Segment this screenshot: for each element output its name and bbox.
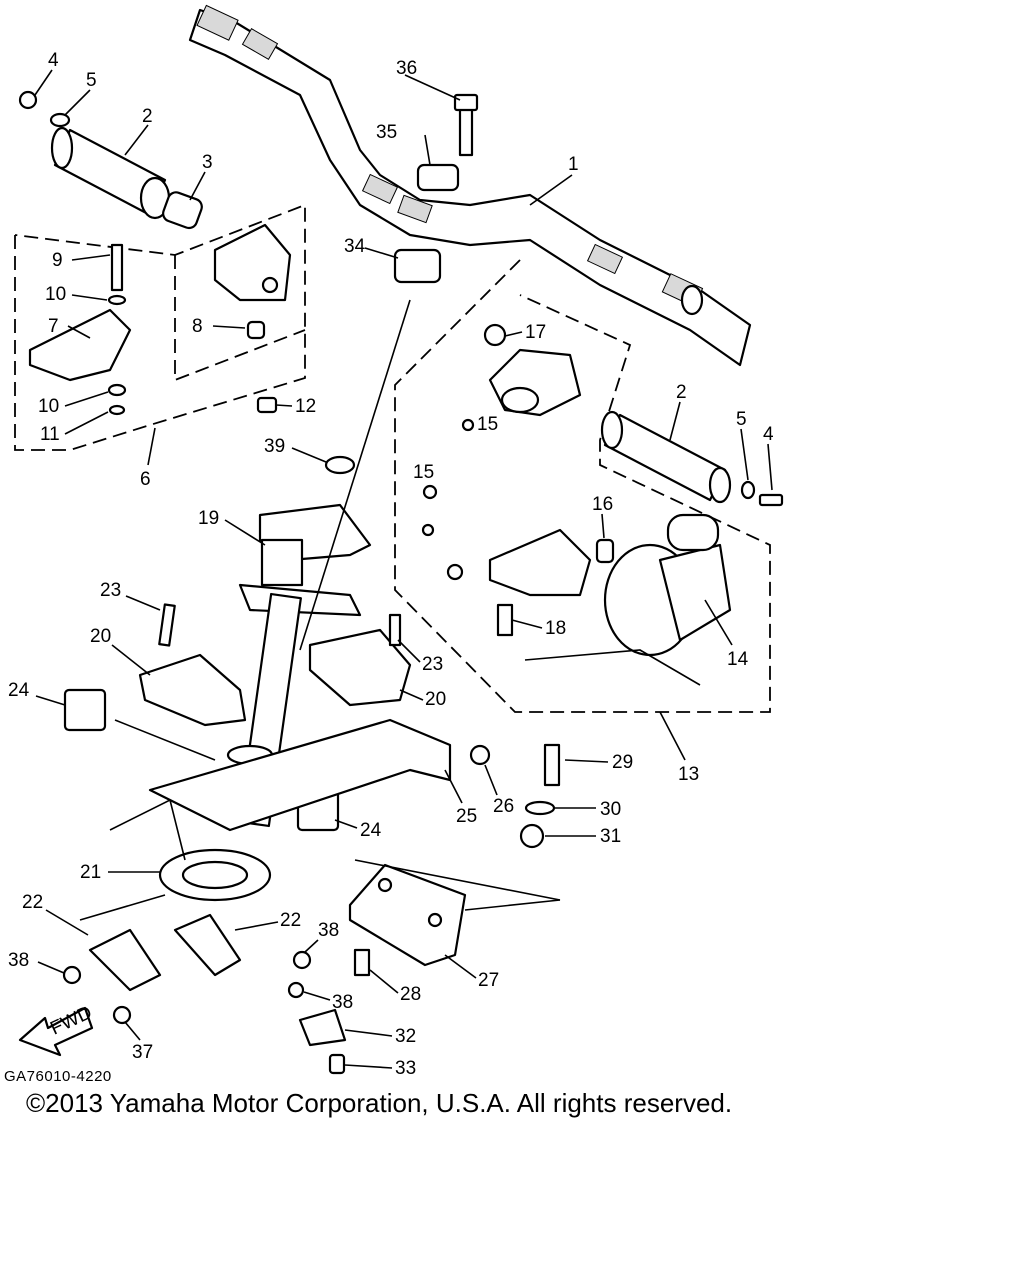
fwd-arrow-icon: FWD: [18, 1002, 95, 1057]
callout-2b: 2: [676, 382, 687, 403]
callout-22: 22: [22, 892, 43, 913]
callout-37: 37: [132, 1042, 153, 1063]
callout-16: 16: [592, 494, 613, 515]
bracket: [348, 863, 467, 967]
callout-29: 29: [612, 752, 633, 773]
right-grip: [600, 410, 784, 507]
callout-10b: 10: [38, 396, 59, 417]
callout-5: 5: [86, 70, 97, 91]
callout-31: 31: [600, 826, 621, 847]
parts-diagram: FWD 1 2 2 3 4 4 5 5 6 7 8 9 10 10 11 12: [8, 4, 784, 1079]
callout-38b: 38: [318, 920, 339, 941]
drawing-code: GA76010-4220: [4, 1068, 112, 1085]
callout-1: 1: [568, 154, 579, 175]
throttle-housing: [28, 223, 292, 416]
callout-4: 4: [48, 50, 59, 71]
copyright-notice: ©2013 Yamaha Motor Corporation, U.S.A. A…: [26, 1088, 733, 1118]
callout-38: 38: [8, 950, 29, 971]
callout-19: 19: [198, 508, 219, 529]
callout-4b: 4: [763, 424, 774, 445]
callout-10: 10: [45, 284, 66, 305]
callout-5b: 5: [736, 409, 747, 430]
lower-brackets: [88, 913, 347, 1047]
callout-27: 27: [478, 970, 499, 991]
callout-23b: 23: [422, 654, 443, 675]
callout-26: 26: [493, 796, 514, 817]
handlebar: [188, 4, 752, 367]
callout-18: 18: [545, 618, 566, 639]
callout-15: 15: [477, 414, 498, 435]
callout-17: 17: [525, 322, 546, 343]
callout-20: 20: [90, 626, 111, 647]
callout-28: 28: [400, 984, 421, 1005]
callout-14: 14: [727, 649, 749, 670]
callout-21: 21: [80, 862, 101, 883]
callout-33: 33: [395, 1058, 416, 1079]
callout-38c: 38: [332, 992, 353, 1013]
callout-23: 23: [100, 580, 121, 601]
callout-2: 2: [142, 106, 153, 127]
callout-24: 24: [8, 680, 30, 701]
callout-8: 8: [192, 316, 203, 337]
callout-22b: 22: [280, 910, 301, 931]
callout-35: 35: [376, 122, 397, 143]
callout-3: 3: [202, 152, 213, 173]
callout-7: 7: [48, 316, 59, 337]
callout-32: 32: [395, 1026, 416, 1047]
switch-box: [483, 323, 732, 657]
left-grip: [18, 90, 203, 230]
gasket: [158, 848, 272, 902]
fasteners: [62, 418, 561, 1075]
callout-6: 6: [140, 469, 151, 490]
callout-13: 13: [678, 764, 699, 785]
callout-25: 25: [456, 806, 477, 827]
callout-24b: 24: [360, 820, 382, 841]
callout-labels: 1 2 2 3 4 4 5 5 6 7 8 9 10 10 11 12 13: [8, 50, 774, 1079]
callout-36: 36: [396, 58, 417, 79]
callout-12: 12: [295, 396, 316, 417]
callout-39: 39: [264, 436, 285, 457]
callout-15b: 15: [413, 462, 434, 483]
callout-34: 34: [344, 236, 366, 257]
callout-30: 30: [600, 799, 621, 820]
callout-9: 9: [52, 250, 63, 271]
mount-plates: [63, 628, 412, 832]
callout-11: 11: [40, 424, 60, 445]
handlebar-clamp: [393, 93, 479, 284]
callout-20b: 20: [425, 689, 446, 710]
